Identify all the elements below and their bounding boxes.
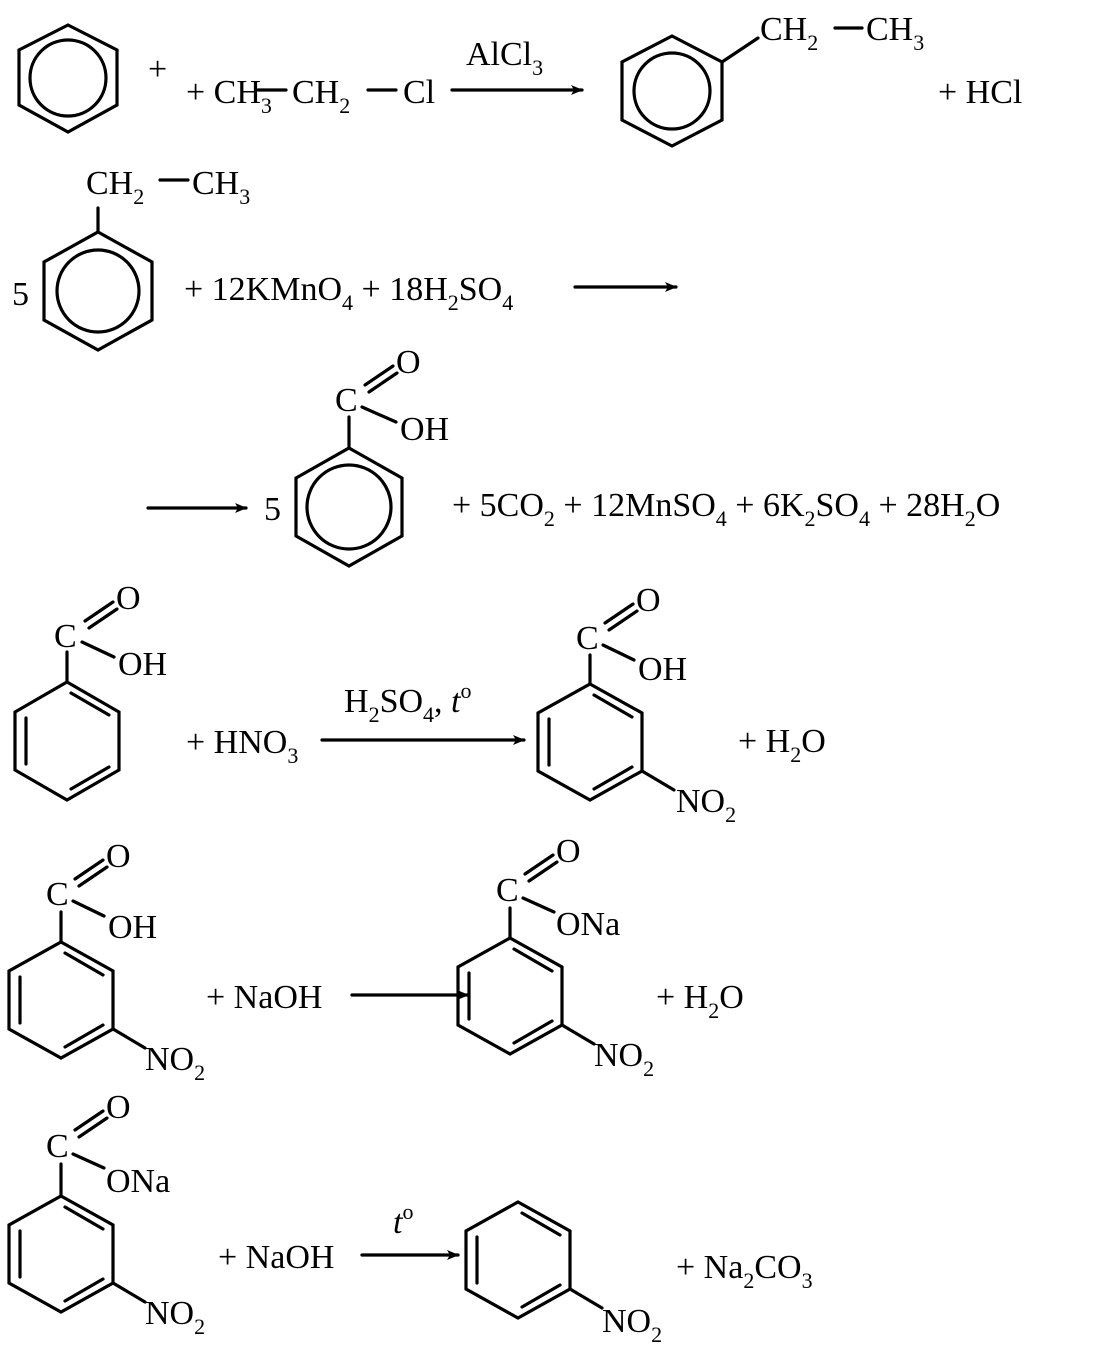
- carboxylate-ona: ONa: [556, 906, 620, 943]
- carbonyl-oxygen: O: [116, 580, 141, 617]
- reaction-5: O C ONa NO2 + NaOH to NO2 + Na2CO3: [7, 1089, 813, 1347]
- water-byproduct: + H2O: [656, 979, 744, 1023]
- oxidant-reagents: + 12KMnO4 + 18H2SO4: [184, 271, 513, 315]
- carboxyl-carbon: C: [335, 382, 358, 419]
- nitro-group: NO2: [145, 1041, 205, 1085]
- ethyl-group: CH2: [760, 11, 818, 55]
- hydroxyl-group: OH: [400, 411, 449, 448]
- nitro-group: NO2: [594, 1037, 654, 1081]
- 3-nitrobenzoic-acid: O C OH NO2: [7, 838, 205, 1085]
- reaction-1: + + CH3 CH2 Cl AlCl3 CH2 CH3 + HCl: [17, 11, 1022, 148]
- sodium-hydroxide: + NaOH: [218, 1239, 334, 1276]
- carboxyl-carbon: C: [496, 872, 519, 909]
- reaction-3-conditions: H2SO4, to: [344, 678, 471, 727]
- hydroxyl-group: OH: [638, 651, 687, 688]
- ethyl-group: CH2: [86, 165, 144, 209]
- nitro-group: NO2: [145, 1295, 205, 1339]
- carbonyl-oxygen: O: [556, 833, 581, 870]
- ethyl-group-ch3: CH3: [192, 165, 250, 209]
- water-byproduct: + H2O: [738, 723, 826, 767]
- nitric-acid: + HNO3: [186, 724, 298, 768]
- nitrobenzene: NO2: [464, 1200, 662, 1347]
- benzoic-acid: O C OH: [13, 580, 167, 802]
- nitro-group: NO2: [676, 783, 736, 827]
- reaction-2: CH2 CH3 5 + 12KMnO4 + 18H2SO4 5 O C OH +…: [12, 165, 1000, 568]
- reaction-4: O C OH NO2 + NaOH O C ONa: [7, 833, 744, 1085]
- ethyl-chloride-ch2: CH2: [292, 74, 350, 118]
- sodium-carbonate-byproduct: + Na2CO3: [676, 1249, 813, 1293]
- carbonyl-oxygen: O: [396, 344, 421, 381]
- sodium-3-nitrobenzoate: O C ONa NO2: [456, 833, 654, 1081]
- ethylbenzene: [42, 230, 154, 352]
- carboxyl-carbon: C: [576, 620, 599, 657]
- ethyl-chloride-cl: Cl: [403, 74, 435, 111]
- sodium-3-nitrobenzoate: O C ONa NO2: [7, 1089, 205, 1339]
- benzene-ring: [17, 23, 119, 134]
- reaction-1-catalyst: AlCl3: [466, 36, 543, 80]
- reaction-5-condition: to: [393, 1199, 413, 1241]
- ethylbenzene: CH2 CH3: [620, 11, 924, 148]
- carboxyl-carbon: C: [46, 1128, 69, 1165]
- plus-sign: +: [148, 51, 167, 88]
- carbonyl-oxygen: O: [106, 1089, 131, 1126]
- carboxylate-ona: ONa: [106, 1163, 170, 1200]
- ethyl-chloride-ch3: + CH3: [186, 74, 272, 118]
- carboxyl-carbon: C: [46, 876, 69, 913]
- ethyl-group-ch3: CH3: [866, 11, 924, 55]
- hcl-byproduct: + HCl: [938, 74, 1022, 111]
- carboxyl-carbon: C: [54, 618, 77, 655]
- hydroxyl-group: OH: [108, 909, 157, 946]
- reaction-3: O C OH + HNO3 H2SO4, to O C OH: [13, 580, 826, 827]
- carbonyl-oxygen: O: [106, 838, 131, 875]
- hydroxyl-group: OH: [118, 646, 167, 683]
- sodium-hydroxide: + NaOH: [206, 979, 322, 1016]
- nitro-group: NO2: [602, 1303, 662, 1347]
- benzoic-acid: O C OH: [294, 344, 449, 568]
- coefficient: 5: [12, 276, 29, 313]
- carbonyl-oxygen: O: [636, 582, 661, 619]
- oxidation-products: + 5CO2 + 12MnSO4 + 6K2SO4 + 28H2O: [452, 487, 1000, 531]
- 3-nitrobenzoic-acid: O C OH NO2: [536, 582, 736, 827]
- coefficient: 5: [264, 491, 281, 528]
